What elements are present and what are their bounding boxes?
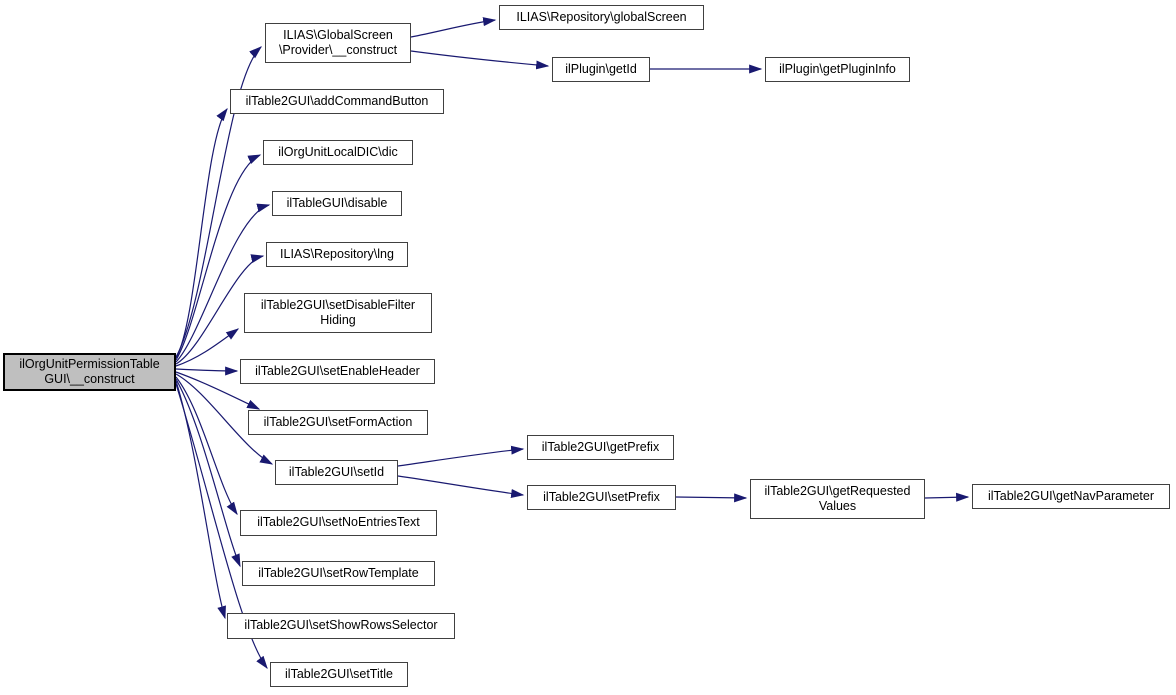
edge-set-id-get-prefix [397, 445, 525, 467]
edge-construct-lng [175, 254, 265, 365]
node-set-form-action[interactable]: ilTable2GUI\setFormAction [248, 410, 428, 435]
node-label: ilTable2GUI\setFormAction [263, 414, 413, 429]
node-get-requested-values[interactable]: ilTable2GUI\getRequested Values [750, 479, 925, 519]
node-construct: ilOrgUnitPermissionTable GUI\__construct [3, 353, 176, 391]
node-label: ILIAS\GlobalScreen [283, 27, 393, 42]
node-set-prefix[interactable]: ilTable2GUI\setPrefix [527, 485, 676, 510]
node-label: GUI\__construct [44, 372, 135, 386]
edge-construct-set-title [175, 383, 268, 670]
node-label: ilTableGUI\disable [286, 195, 388, 210]
node-label: ilTable2GUI\setNoEntriesText [257, 515, 420, 530]
node-set-enable-header[interactable]: ilTable2GUI\setEnableHeader [240, 359, 435, 384]
edge-construct-set-disable-filter-hiding [175, 328, 240, 367]
node-global-screen[interactable]: ILIAS\Repository\globalScreen [499, 5, 704, 30]
node-label: ilTable2GUI\setPrefix [543, 489, 660, 504]
edge-set-prefix-get-requested-values [675, 493, 748, 503]
edge-construct-add-command-button [175, 107, 228, 359]
node-label: ILIAS\Repository\lng [280, 246, 394, 261]
node-lng[interactable]: ILIAS\Repository\lng [266, 242, 408, 267]
node-set-show-rows-selector[interactable]: ilTable2GUI\setShowRowsSelector [227, 613, 455, 639]
node-disable[interactable]: ilTableGUI\disable [272, 191, 402, 216]
node-dic[interactable]: ilOrgUnitLocalDIC\dic [263, 140, 413, 165]
node-set-id[interactable]: ilTable2GUI\setId [275, 460, 398, 485]
edge-construct-set-id [175, 373, 274, 465]
node-get-plugin-info[interactable]: ilPlugin\getPluginInfo [765, 57, 910, 82]
edge-construct-set-row-template [175, 378, 241, 568]
edge-construct-dic [175, 154, 262, 361]
node-label: ilOrgUnitPermissionTable [19, 356, 160, 371]
node-set-title[interactable]: ilTable2GUI\setTitle [270, 662, 408, 687]
node-set-no-entries-text[interactable]: ilTable2GUI\setNoEntriesText [240, 510, 437, 536]
node-label: Values [818, 499, 857, 513]
node-get-id[interactable]: ilPlugin\getId [552, 57, 650, 82]
node-label: ilOrgUnitLocalDIC\dic [278, 144, 398, 159]
edge-set-id-set-prefix [397, 475, 525, 498]
edge-provider-construct-get-id [410, 50, 550, 70]
node-label: ilTable2GUI\setId [288, 464, 385, 479]
node-label: ilTable2GUI\getPrefix [541, 439, 660, 454]
node-set-disable-filter-hiding[interactable]: ilTable2GUI\setDisableFilter Hiding [244, 293, 432, 333]
node-get-nav-parameter[interactable]: ilTable2GUI\getNavParameter [972, 484, 1170, 509]
node-label: ilTable2GUI\setRowTemplate [258, 565, 419, 580]
node-label: ilPlugin\getId [565, 61, 637, 76]
edge-construct-set-form-action [175, 371, 261, 410]
node-label: ilTable2GUI\getNavParameter [987, 488, 1155, 503]
edge-construct-set-show-rows-selector [175, 380, 226, 620]
node-set-row-template[interactable]: ilTable2GUI\setRowTemplate [242, 561, 435, 586]
edge-get-requested-values-get-nav-parameter [924, 492, 970, 502]
edge-construct-provider-construct [175, 46, 262, 358]
node-label: ilTable2GUI\setDisableFilter [260, 297, 416, 312]
node-label: ilPlugin\getPluginInfo [779, 61, 896, 76]
node-add-command-button[interactable]: ilTable2GUI\addCommandButton [230, 89, 444, 114]
edge-provider-construct-global-screen [410, 17, 497, 38]
edge-construct-set-no-entries-text [175, 376, 238, 516]
node-get-prefix[interactable]: ilTable2GUI\getPrefix [527, 435, 674, 460]
node-label: ilTable2GUI\getRequested [764, 483, 911, 498]
node-label: ilTable2GUI\setEnableHeader [255, 363, 420, 378]
edge-construct-set-enable-header [175, 366, 239, 376]
node-label: Hiding [320, 313, 356, 327]
node-label: ilTable2GUI\addCommandButton [245, 93, 429, 108]
node-label: ilTable2GUI\setShowRowsSelector [244, 618, 438, 633]
node-label: ILIAS\Repository\globalScreen [516, 9, 687, 24]
node-label: ilTable2GUI\setTitle [285, 666, 393, 681]
node-label: \Provider\__construct [278, 43, 398, 57]
edge-construct-disable [175, 203, 271, 363]
node-provider-construct[interactable]: ILIAS\GlobalScreen \Provider\__construct [265, 23, 411, 63]
